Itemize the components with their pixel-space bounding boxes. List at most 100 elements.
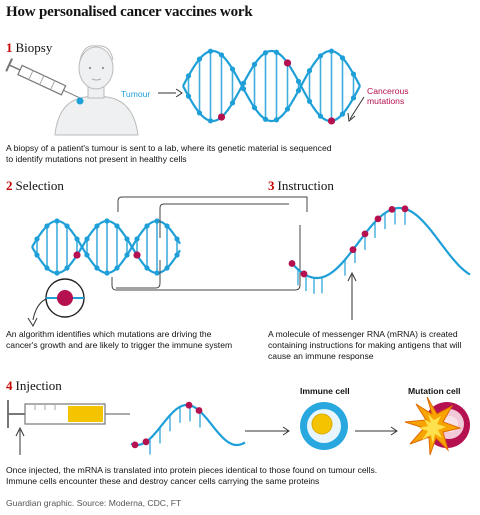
mutation-dot xyxy=(388,205,396,213)
vaccine-syringe xyxy=(7,400,130,455)
immune-cell xyxy=(300,402,348,450)
nucleotide-dot xyxy=(185,93,192,99)
mutation-dot xyxy=(217,113,226,121)
nucleotide-dot xyxy=(154,218,160,224)
nucleotide-dot xyxy=(185,73,192,79)
nucleotide-dot xyxy=(251,105,258,111)
section-1-name: Biopsy xyxy=(15,40,53,55)
source-footer: Guardian graphic. Source: Moderna, CDC, … xyxy=(6,498,182,508)
dna-backbone xyxy=(182,49,361,123)
to-immune-cell-arrow xyxy=(245,426,290,436)
section-4-description: Once injected, the mRNA is translated in… xyxy=(6,465,378,486)
mutation-dot xyxy=(133,251,141,259)
nucleotide-dot xyxy=(262,50,269,56)
nucleotide-dot xyxy=(164,223,170,229)
to-mutation-cell-arrow xyxy=(355,426,398,436)
nucleotide-dot xyxy=(350,95,357,101)
nucleotide-dot xyxy=(134,236,140,242)
mrna-arrow xyxy=(347,271,357,320)
tumour-arrow xyxy=(158,88,183,98)
dna-backbone xyxy=(182,49,361,123)
mutation-dot xyxy=(374,215,382,223)
mutation-dot xyxy=(288,260,296,267)
patient-figure xyxy=(54,45,139,136)
nucleotide-dot xyxy=(94,223,100,229)
cancerous-mutations-label: Cancerous mutations xyxy=(367,86,409,106)
nucleotide-dot xyxy=(317,113,324,119)
nucleotide-dot xyxy=(207,118,214,124)
nucleotide-dot xyxy=(144,265,150,271)
nucleotide-dot xyxy=(229,100,236,106)
nucleotide-dot xyxy=(54,218,60,224)
dna-helix-biopsy xyxy=(182,48,361,125)
mutation-cell-label: Mutation cell xyxy=(408,386,461,396)
nucleotide-dot xyxy=(84,236,90,242)
nucleotide-dot xyxy=(251,61,258,67)
mutation-dot xyxy=(195,407,203,414)
section-4-name: Injection xyxy=(15,378,62,393)
nucleotide-dot xyxy=(104,270,110,276)
mrna-strand-injection xyxy=(130,401,246,455)
section-1-number: 1 xyxy=(6,40,13,55)
nucleotide-dot xyxy=(94,265,100,271)
nucleotide-dot xyxy=(196,110,203,116)
nucleotide-dot xyxy=(144,223,150,229)
nucleotide-dot xyxy=(104,218,110,224)
nucleotide-dot xyxy=(114,223,120,229)
nucleotide-dot xyxy=(84,252,90,258)
nucleotide-dot xyxy=(295,78,302,84)
biopsy-syringe xyxy=(5,58,84,105)
magnified-mutation xyxy=(27,278,85,328)
tumour-label: Tumour xyxy=(121,89,151,99)
section-2-number: 2 xyxy=(6,178,13,193)
nucleotide-dot xyxy=(34,236,40,242)
rna-backbone xyxy=(130,403,246,447)
mutation-dot xyxy=(283,59,292,67)
mrna-strand-instruction xyxy=(288,205,471,294)
mutation-dot xyxy=(401,205,409,213)
nucleotide-dot xyxy=(273,117,280,123)
nucleotide-dot xyxy=(124,236,130,242)
nucleotide-dot xyxy=(124,252,130,258)
mutation-cell xyxy=(404,396,470,456)
section-2-description: An algorithm identifies which mutations … xyxy=(6,329,233,350)
section-2-name: Selection xyxy=(15,178,64,193)
mutation-dot xyxy=(300,270,308,278)
nucleotide-dot xyxy=(174,252,180,258)
mutation-dot xyxy=(327,117,336,125)
nucleotide-dot xyxy=(154,270,160,276)
selection-bracket xyxy=(111,196,308,291)
nucleotide-dot xyxy=(339,55,346,61)
nucleotide-dot xyxy=(273,49,280,55)
nucleotide-dot xyxy=(44,223,50,229)
nucleotide-dot xyxy=(295,88,302,94)
mutation-dot xyxy=(361,230,369,238)
nucleotide-dot xyxy=(240,80,247,86)
nucleotide-dot xyxy=(44,265,50,271)
nucleotide-dot xyxy=(164,265,170,271)
nucleotide-dot xyxy=(174,236,180,242)
nucleotide-dot xyxy=(317,53,324,59)
section-4-number: 4 xyxy=(6,378,13,393)
nucleotide-dot xyxy=(284,106,291,112)
mutation-dot xyxy=(131,441,139,449)
mutation-dot xyxy=(349,246,357,254)
section-3-number: 3 xyxy=(268,178,275,193)
mutation-dot xyxy=(73,251,81,259)
nucleotide-dot xyxy=(306,98,313,104)
mutation-dot xyxy=(185,401,193,409)
nucleotide-dot xyxy=(262,116,269,122)
nucleotide-dot xyxy=(328,48,335,54)
nucleotide-dot xyxy=(74,236,80,242)
section-1-description: A biopsy of a patient's tumour is sent t… xyxy=(6,143,332,164)
mutation-dot xyxy=(142,438,150,446)
nucleotide-dot xyxy=(196,56,203,62)
nucleotide-dot xyxy=(218,52,225,58)
section-3-description: A molecule of messenger RNA (mRNA) is cr… xyxy=(268,329,462,361)
nucleotide-dot xyxy=(240,86,247,92)
nucleotide-dot xyxy=(350,71,357,77)
